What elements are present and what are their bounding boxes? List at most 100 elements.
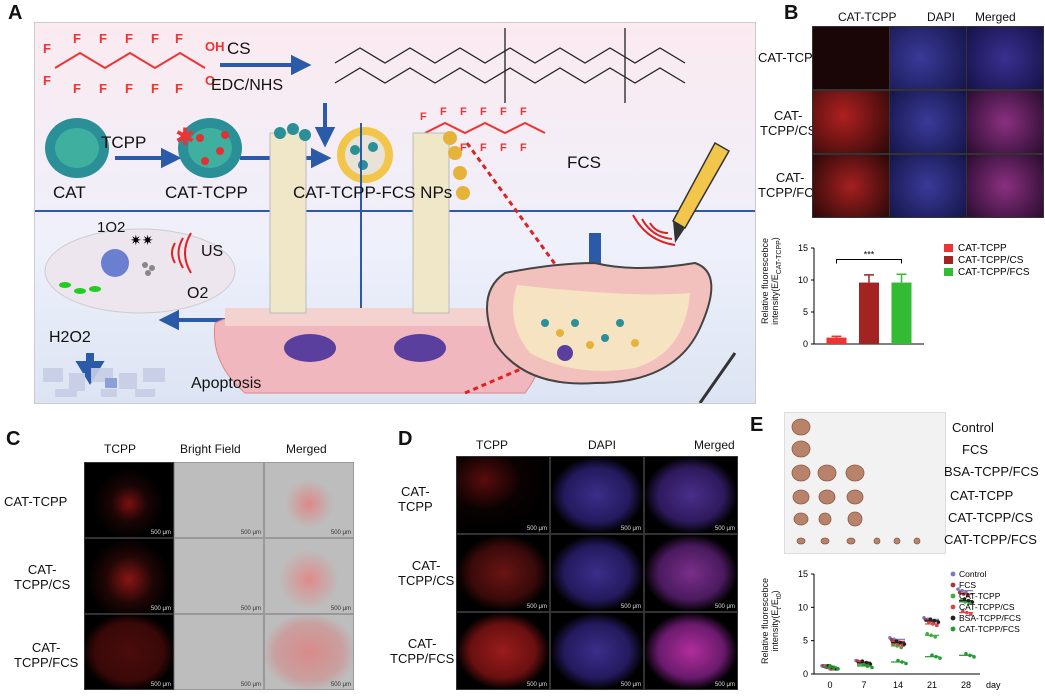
svg-text:F: F — [125, 31, 133, 46]
b-img-r2c1 — [889, 154, 967, 218]
b-bar-0 — [826, 337, 847, 344]
panel-label-b: B — [784, 2, 799, 24]
c-row-0: CAT-TCPP — [4, 494, 68, 509]
svg-text:F: F — [125, 81, 133, 96]
label-cs: CS — [227, 39, 251, 58]
e-xtick-label-0: 0 — [827, 680, 832, 690]
svg-text:✷✷: ✷✷ — [130, 232, 154, 248]
svg-text:F: F — [460, 106, 467, 118]
e-point-4-1-0 — [860, 659, 865, 663]
b-ytick-label-0: 0 — [803, 339, 808, 349]
svg-text:F: F — [420, 111, 427, 123]
c-row-1: CAT- TCPP/CS — [14, 562, 71, 592]
c-img-r0c1: 500 μm — [174, 462, 264, 538]
svg-text:F: F — [520, 142, 527, 154]
d-row-1: CAT- TCPP/CS — [398, 558, 455, 588]
e-legend-label-0: Control — [959, 569, 987, 579]
label-cat: CAT — [53, 183, 86, 202]
svg-text:F: F — [480, 106, 487, 118]
e-legend-marker-3 — [950, 604, 956, 610]
label-us: US — [201, 243, 224, 260]
e-point-5-2-2 — [904, 661, 908, 666]
d-img-r1c0: 500 μm — [456, 534, 550, 612]
b-img-r0c0 — [812, 26, 890, 90]
c-img-r0c0: 500 μm — [84, 462, 174, 538]
c-col-1: Bright Field — [180, 442, 241, 456]
b-legend-swatch-1 — [944, 256, 953, 264]
e-ylabel-mid: /E — [770, 599, 780, 608]
c-img-r2c1: 500 μm — [174, 614, 264, 690]
e-point-2-4-2 — [967, 601, 971, 606]
e-point-4-2-0 — [894, 639, 899, 643]
svg-text:F: F — [175, 31, 183, 46]
c-row-2: CAT- TCPP/FCS — [14, 640, 79, 670]
e-xtick-label-1: 7 — [861, 680, 866, 690]
e-xtick-label-4: 28 — [961, 680, 971, 690]
panel-label-a: A — [8, 2, 23, 24]
e-point-5-4-2 — [972, 655, 976, 659]
b-legend-label-1: CAT-TCPP/CS — [958, 255, 1024, 266]
c-scale-4: 500 μm — [240, 606, 261, 612]
svg-text:F: F — [500, 142, 507, 154]
e-legend-label-4: BSA-TCPP/FCS — [959, 613, 1021, 623]
e-point-2-3-0 — [925, 632, 929, 636]
label-o2: O2 — [187, 285, 209, 302]
d-col-0: TCPP — [476, 438, 509, 452]
svg-text:F: F — [43, 41, 51, 56]
svg-text:F: F — [480, 142, 487, 154]
svg-text:✱: ✱ — [175, 124, 195, 151]
e-legend-marker-1 — [950, 582, 956, 588]
d-img-r2c1: 500 μm — [550, 612, 644, 690]
e-ylabel-end: ) — [770, 590, 780, 594]
c-col-0: TCPP — [104, 442, 137, 456]
e-point-3-3-2 — [935, 623, 939, 628]
label-apoptosis: Apoptosis — [191, 375, 262, 392]
label-h2o2: H2O2 — [49, 329, 91, 346]
e-legend-label-5: CAT-TCPP/FCS — [959, 624, 1020, 634]
b-ylabel: Relative fluorescebce intensity(E/ECAT-T… — [760, 237, 783, 325]
b-col-2: Merged — [975, 10, 1016, 24]
label-singlet-oxygen: 1O2 — [97, 219, 126, 236]
e-legend-label-2: CAT-TCPP — [959, 591, 1001, 601]
e-group-4: CAT-TCPP/CS — [948, 510, 1033, 525]
label-nps: CAT-TCPP-FCS NPs — [293, 183, 453, 202]
e-point-1-4-2 — [965, 593, 970, 598]
svg-text:F: F — [520, 106, 527, 118]
b-img-r1c0 — [812, 90, 890, 154]
e-point-4-3-0 — [928, 617, 933, 621]
e-point-3-3-0 — [927, 620, 931, 625]
b-ylabel-sub: CAT-TCPP — [775, 240, 783, 275]
label-edc-nhs: EDC/NHS — [211, 77, 284, 94]
c-img-r2c2: 500 μm — [264, 614, 354, 690]
e-legend-marker-4 — [950, 615, 956, 621]
d-col-2: Merged — [694, 438, 735, 452]
d-scale-2: 500 μm — [714, 526, 735, 532]
e-point-1-2-0 — [889, 638, 894, 642]
e-legend-marker-0 — [950, 571, 956, 577]
c-img-r2c0: 500 μm — [84, 614, 174, 690]
e-xtick-label-2: 14 — [893, 680, 903, 690]
svg-text:OH: OH — [205, 39, 225, 54]
svg-text:F: F — [460, 142, 467, 154]
b-col-1: DAPI — [927, 10, 956, 24]
b-img-r2c0 — [812, 154, 890, 218]
e-legend-marker-2 — [950, 593, 956, 599]
e-xunit: day — [986, 680, 1001, 690]
b-sig-bracket — [836, 259, 902, 264]
d-scale-0: 500 μm — [526, 526, 547, 532]
e-ytick-label-0: 0 — [803, 669, 808, 679]
panel-label-c: C — [6, 428, 21, 450]
label-tcpp: TCPP — [101, 133, 147, 152]
c-img-r0c2: 500 μm — [264, 462, 354, 538]
c-img-r1c1: 500 μm — [174, 538, 264, 614]
svg-text:F: F — [73, 31, 81, 46]
perfluoro-acid-structure — [54, 51, 206, 70]
e-point-5-4-0 — [964, 652, 968, 656]
b-bar-2 — [891, 282, 912, 344]
e-group-0: Control — [952, 420, 994, 435]
d-img-r1c2: 500 μm — [644, 534, 738, 612]
e-point-5-0-0 — [828, 664, 832, 668]
b-ytick-label-1: 5 — [803, 307, 808, 317]
